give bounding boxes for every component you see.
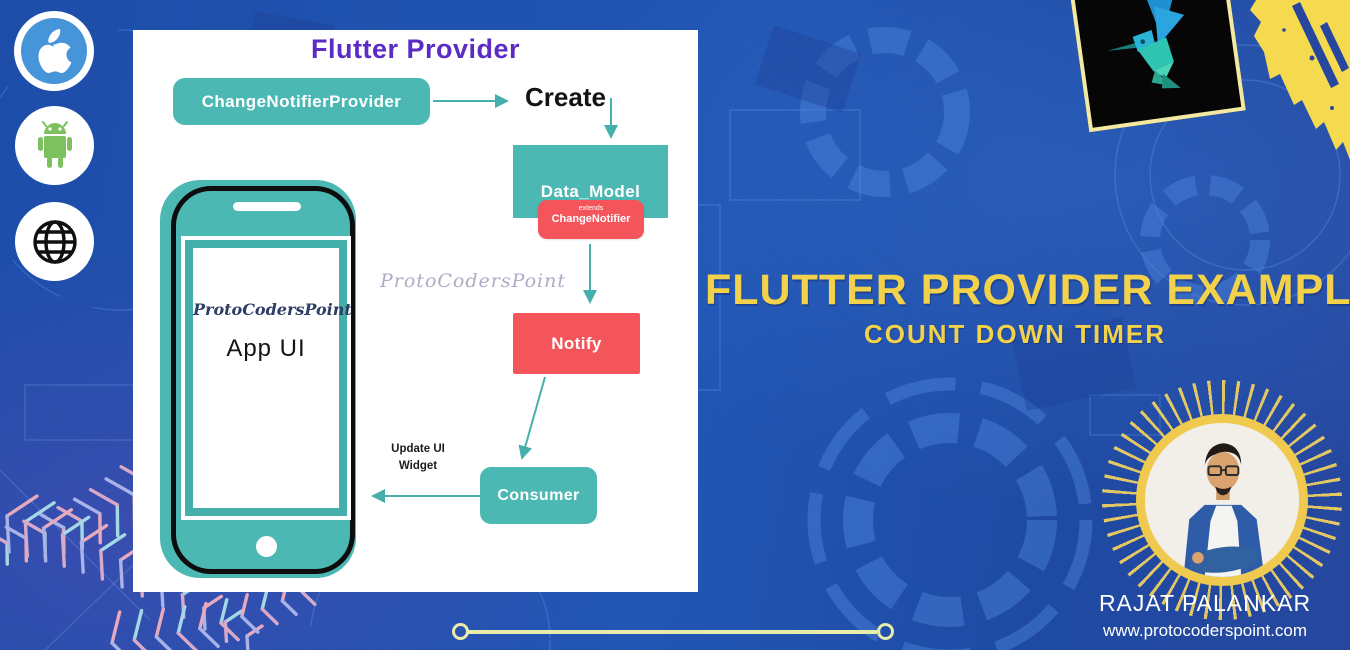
diagram-panel: Flutter Provider ChangeNotifierProvider … — [133, 30, 698, 592]
flutter-bird-icon — [1098, 0, 1215, 105]
update-ui-widget-label: Update UI Widget — [391, 443, 445, 472]
divider-dot-right — [877, 623, 894, 640]
website-link[interactable]: www.protocoderspoint.com — [1102, 621, 1308, 640]
apple-icon — [21, 18, 87, 84]
android-platform-badge — [15, 106, 94, 185]
extends-keyword: extends — [578, 205, 604, 212]
android-icon — [32, 120, 78, 171]
apple-platform-badge — [14, 11, 94, 91]
phone-mockup: ProtoCodersPoint App UI — [160, 180, 366, 584]
phone-screen: ProtoCodersPoint App UI — [181, 236, 352, 520]
diagram-title: Flutter Provider — [310, 34, 521, 64]
author-block: RAJAT PALANKAR www.protocoderspoint.com — [1060, 590, 1350, 641]
phone-speaker-bar — [233, 202, 301, 211]
author-photo — [1136, 414, 1308, 586]
flutter-logo-badge — [1068, 0, 1246, 133]
phone-screen-frame: ProtoCodersPoint App UI — [185, 240, 352, 516]
app-ui-label: App UI — [226, 335, 306, 362]
author-avatar-illustration — [1145, 423, 1299, 577]
consumer-node: Consumer — [480, 467, 597, 524]
corner-brush-stroke — [1250, 0, 1350, 160]
banner: FLUTTER PROVIDER EXAMPLE COUNT DOWN TIME… — [705, 266, 1350, 350]
extends-class-name: ChangeNotifier — [551, 213, 631, 226]
phone-brand-text: ProtoCodersPoint — [193, 300, 352, 319]
banner-subtitle: COUNT DOWN TIMER — [863, 319, 1167, 349]
create-label: Create — [525, 82, 606, 112]
globe-icon — [30, 217, 80, 267]
change-notifier-provider-node: ChangeNotifierProvider — [173, 78, 430, 125]
phone-outline — [171, 186, 355, 574]
extends-change-notifier-badge: extends ChangeNotifier — [538, 200, 644, 239]
divider-line — [468, 630, 877, 634]
flow-arrows — [371, 94, 618, 503]
watermark-text: ProtoCodersPoint — [380, 270, 566, 292]
notify-node: Notify — [513, 313, 640, 374]
banner-title: FLUTTER PROVIDER EXAMPLE — [705, 266, 1350, 314]
divider-dot-left — [452, 623, 469, 640]
phone-home-button — [256, 536, 277, 557]
web-platform-badge — [15, 202, 94, 281]
author-name: RAJAT PALANKAR — [1098, 590, 1312, 616]
